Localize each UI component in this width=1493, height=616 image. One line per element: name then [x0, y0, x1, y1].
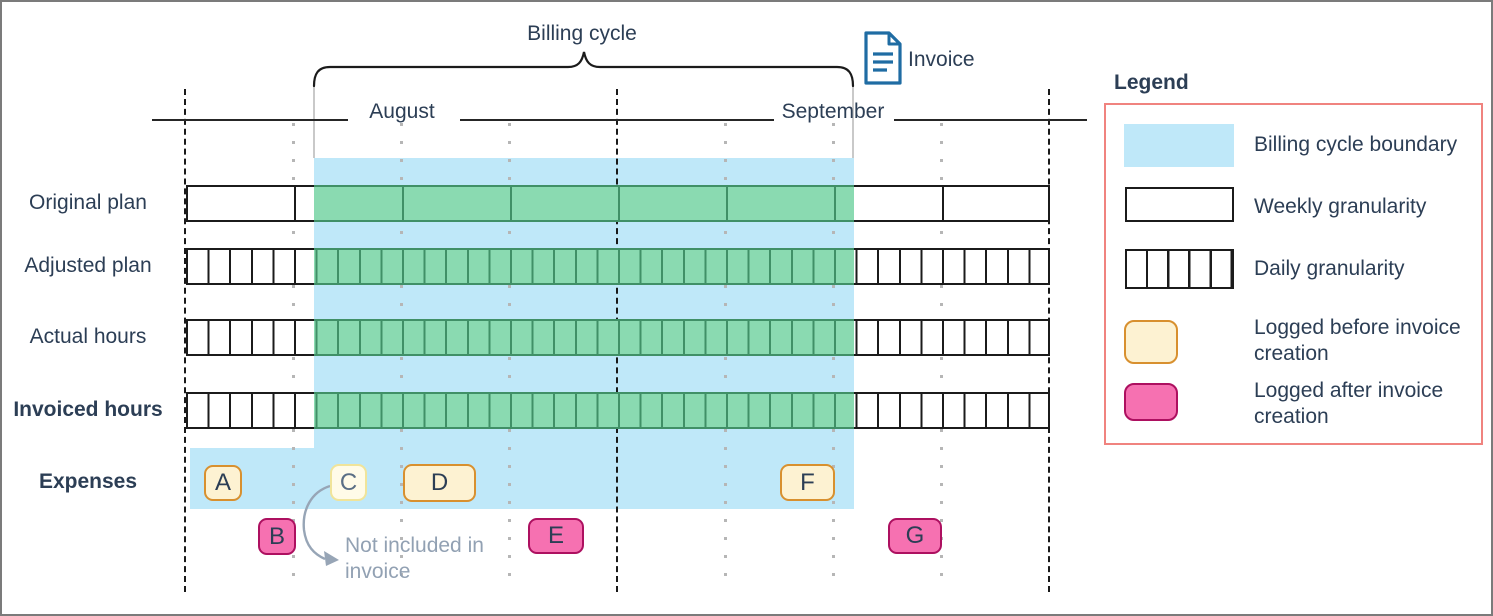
billing-cycle-label: Billing cycle [527, 22, 637, 45]
expense-chip-g: G [888, 518, 942, 554]
bar-adjusted-plan [186, 248, 1050, 285]
expense-chip-a: A [204, 465, 242, 501]
expense-chip-d: D [403, 464, 476, 502]
billing-cycle-end-line [852, 85, 854, 158]
expense-chip-f: F [780, 464, 835, 501]
row-label-expenses: Expenses [38, 470, 138, 493]
bar-actual-hours-highlight [314, 319, 854, 356]
bar-actual-hours [186, 319, 1050, 356]
timeline-segment [894, 119, 1087, 121]
billing-cycle-start-line [313, 85, 315, 158]
invoice-document-icon [864, 31, 902, 85]
bar-invoiced-hours [186, 392, 1050, 429]
legend-swatch-billing-cycle [1124, 124, 1234, 167]
bar-original-plan-highlight [314, 185, 854, 222]
legend-title: Legend [1114, 71, 1189, 94]
legend-label-weekly: Weekly granularity [1254, 195, 1427, 218]
bar-invoiced-hours-highlight [314, 392, 854, 429]
expense-chip-e: E [528, 518, 584, 554]
month-boundary-line-august [184, 89, 186, 592]
month-label-september: September [781, 100, 885, 123]
legend-label-billing-cycle: Billing cycle boundary [1254, 133, 1458, 156]
bar-adjusted-plan-highlight [314, 248, 854, 285]
row-label-invoiced-hours: Invoiced hours [13, 398, 163, 421]
timeline-segment [152, 119, 348, 121]
not-included-arrow [302, 484, 339, 566]
billing-cycle-brace [312, 51, 855, 88]
row-label-adjusted-plan: Adjusted plan [24, 254, 152, 277]
legend-swatch-logged-after [1124, 383, 1178, 421]
legend-swatch-daily [1125, 249, 1234, 289]
invoice-label: Invoice [908, 48, 975, 71]
legend-label-logged-after: Logged after invoice creation [1254, 379, 1444, 428]
legend-label-logged-before: Logged before invoice creation [1254, 316, 1461, 365]
legend-label-daily: Daily granularity [1254, 257, 1405, 280]
legend-swatch-weekly [1125, 187, 1234, 222]
timeline-segment [460, 119, 774, 121]
row-label-original-plan: Original plan [29, 191, 147, 214]
legend-swatch-logged-before [1124, 320, 1178, 364]
month-label-august: August [369, 100, 435, 123]
row-label-actual-hours: Actual hours [29, 325, 147, 348]
expense-chip-b: B [258, 518, 296, 555]
not-included-annotation: Not included in invoice [345, 534, 484, 583]
legend-box: Billing cycle boundary Weekly granularit… [1104, 103, 1483, 445]
expense-chip-c: C [330, 464, 367, 501]
bar-original-plan [186, 185, 1050, 222]
